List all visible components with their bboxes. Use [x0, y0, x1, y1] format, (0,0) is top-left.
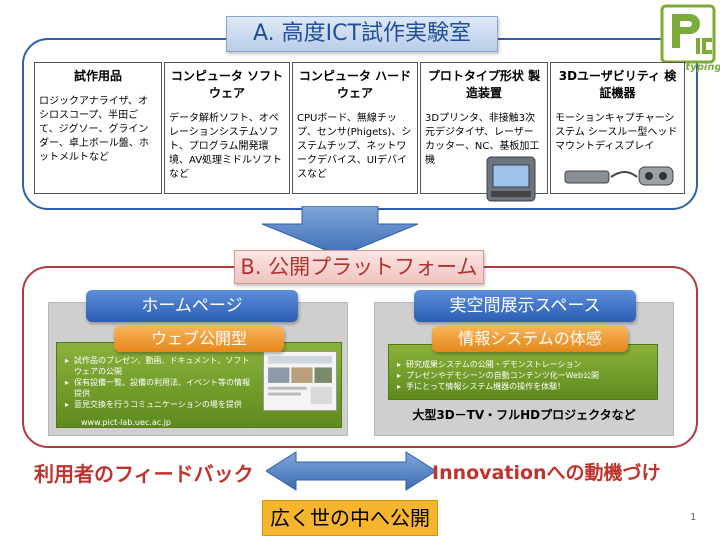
- web-publish-subtab: ウェブ公開型: [114, 326, 284, 352]
- exhibition-caption: 大型3D－TV・フルHDプロジェクタなど: [412, 408, 636, 422]
- experience-subtab: 情報システムの体感: [432, 326, 628, 352]
- list-item: プレゼンやデモシーンの自動コンテンツ化ーWeb公開: [397, 370, 651, 381]
- category-body: データ解析ソフト、オペレーションシステムソフト、プログラム開発環境、AV処理ミド…: [169, 113, 283, 180]
- list-item: 意見交換を行うコミュニケーションの場を提供: [65, 399, 255, 410]
- category-fabrication: プロトタイプ形状 製造装置 3Dプリンタ、非接触3次元デジタイザ、レーザーカッタ…: [420, 62, 548, 202]
- category-body: モーションキャプチャーシステム シースルー型ヘッドマウントディスプレイ: [555, 113, 678, 152]
- user-feedback-label: 利用者のフィードバック: [34, 462, 254, 486]
- website-screenshot-icon: [263, 351, 337, 411]
- page-number: 1: [690, 512, 697, 523]
- public-release-box: 広く世の中へ公開: [262, 500, 438, 536]
- homepage-description: 試作品のプレゼン、動画、ドキュメント、ソフトウェアの公開 保有設備一覧、設備の利…: [56, 342, 342, 428]
- exhibition-description: 研究成果システムの公開・デモンストレーション プレゼンやデモシーンの自動コンテン…: [388, 344, 658, 400]
- category-hardware: コンピュータ ハードウェア CPUボード、無線チップ、センサ(Phigets)、…: [292, 62, 418, 194]
- category-title: 3Dユーザビリティ 検証機器: [558, 69, 677, 100]
- category-body: ロジックアナライザ、オシロスコープ、半田ごて、ジグソー、グラインダー、卓上ボール…: [39, 96, 149, 163]
- logo-caption: Prototyping: [655, 62, 720, 73]
- category-title: プロトタイプ形状 製造装置: [427, 69, 541, 100]
- exhibition-tab: 実空間展示スペース: [414, 290, 636, 322]
- category-title: コンピュータ ソフトウェア: [170, 69, 284, 100]
- category-prototype-supplies: 試作用品 ロジックアナライザ、オシロスコープ、半田ごて、ジグソー、グラインダー、…: [34, 62, 162, 194]
- category-body: 3Dプリンタ、非接触3次元デジタイザ、レーザーカッター、NC、基板加工機: [425, 113, 540, 166]
- homepage-tab: ホームページ: [86, 290, 298, 322]
- category-title: 試作用品: [73, 69, 122, 83]
- category-body: CPUボード、無線チップ、センサ(Phigets)、システムチップ、ネットワーク…: [297, 113, 412, 180]
- category-3d-usability: 3Dユーザビリティ 検証機器 モーションキャプチャーシステム シースルー型ヘッド…: [550, 62, 685, 194]
- category-software: コンピュータ ソフトウェア データ解析ソフト、オペレーションシステムソフト、プロ…: [164, 62, 290, 194]
- innovation-motivation-label: Innovationへの動機づけ: [432, 462, 661, 484]
- category-title: コンピュータ ハードウェア: [298, 69, 412, 100]
- section-b-title: B. 公開プラットフォーム: [234, 250, 484, 284]
- list-item: 手にとって情報システム機器の操作を体験！: [397, 381, 651, 392]
- double-arrow-icon: [266, 451, 436, 491]
- 3d-printer-icon: [486, 156, 536, 202]
- pict-logo-icon: [660, 4, 716, 64]
- head-mounted-display-icon: [564, 166, 674, 186]
- down-arrow-icon: [262, 206, 418, 256]
- list-item: 保有設備一覧、設備の利用法、イベント等の情報提供: [65, 377, 255, 399]
- list-item: 試作品のプレゼン、動画、ドキュメント、ソフトウェアの公開: [65, 355, 255, 377]
- section-a-title: A. 高度ICT試作実験室: [226, 16, 498, 52]
- website-url[interactable]: www.pict-lab.uec.ac.jp: [81, 418, 171, 427]
- list-item: 研究成果システムの公開・デモンストレーション: [397, 359, 651, 370]
